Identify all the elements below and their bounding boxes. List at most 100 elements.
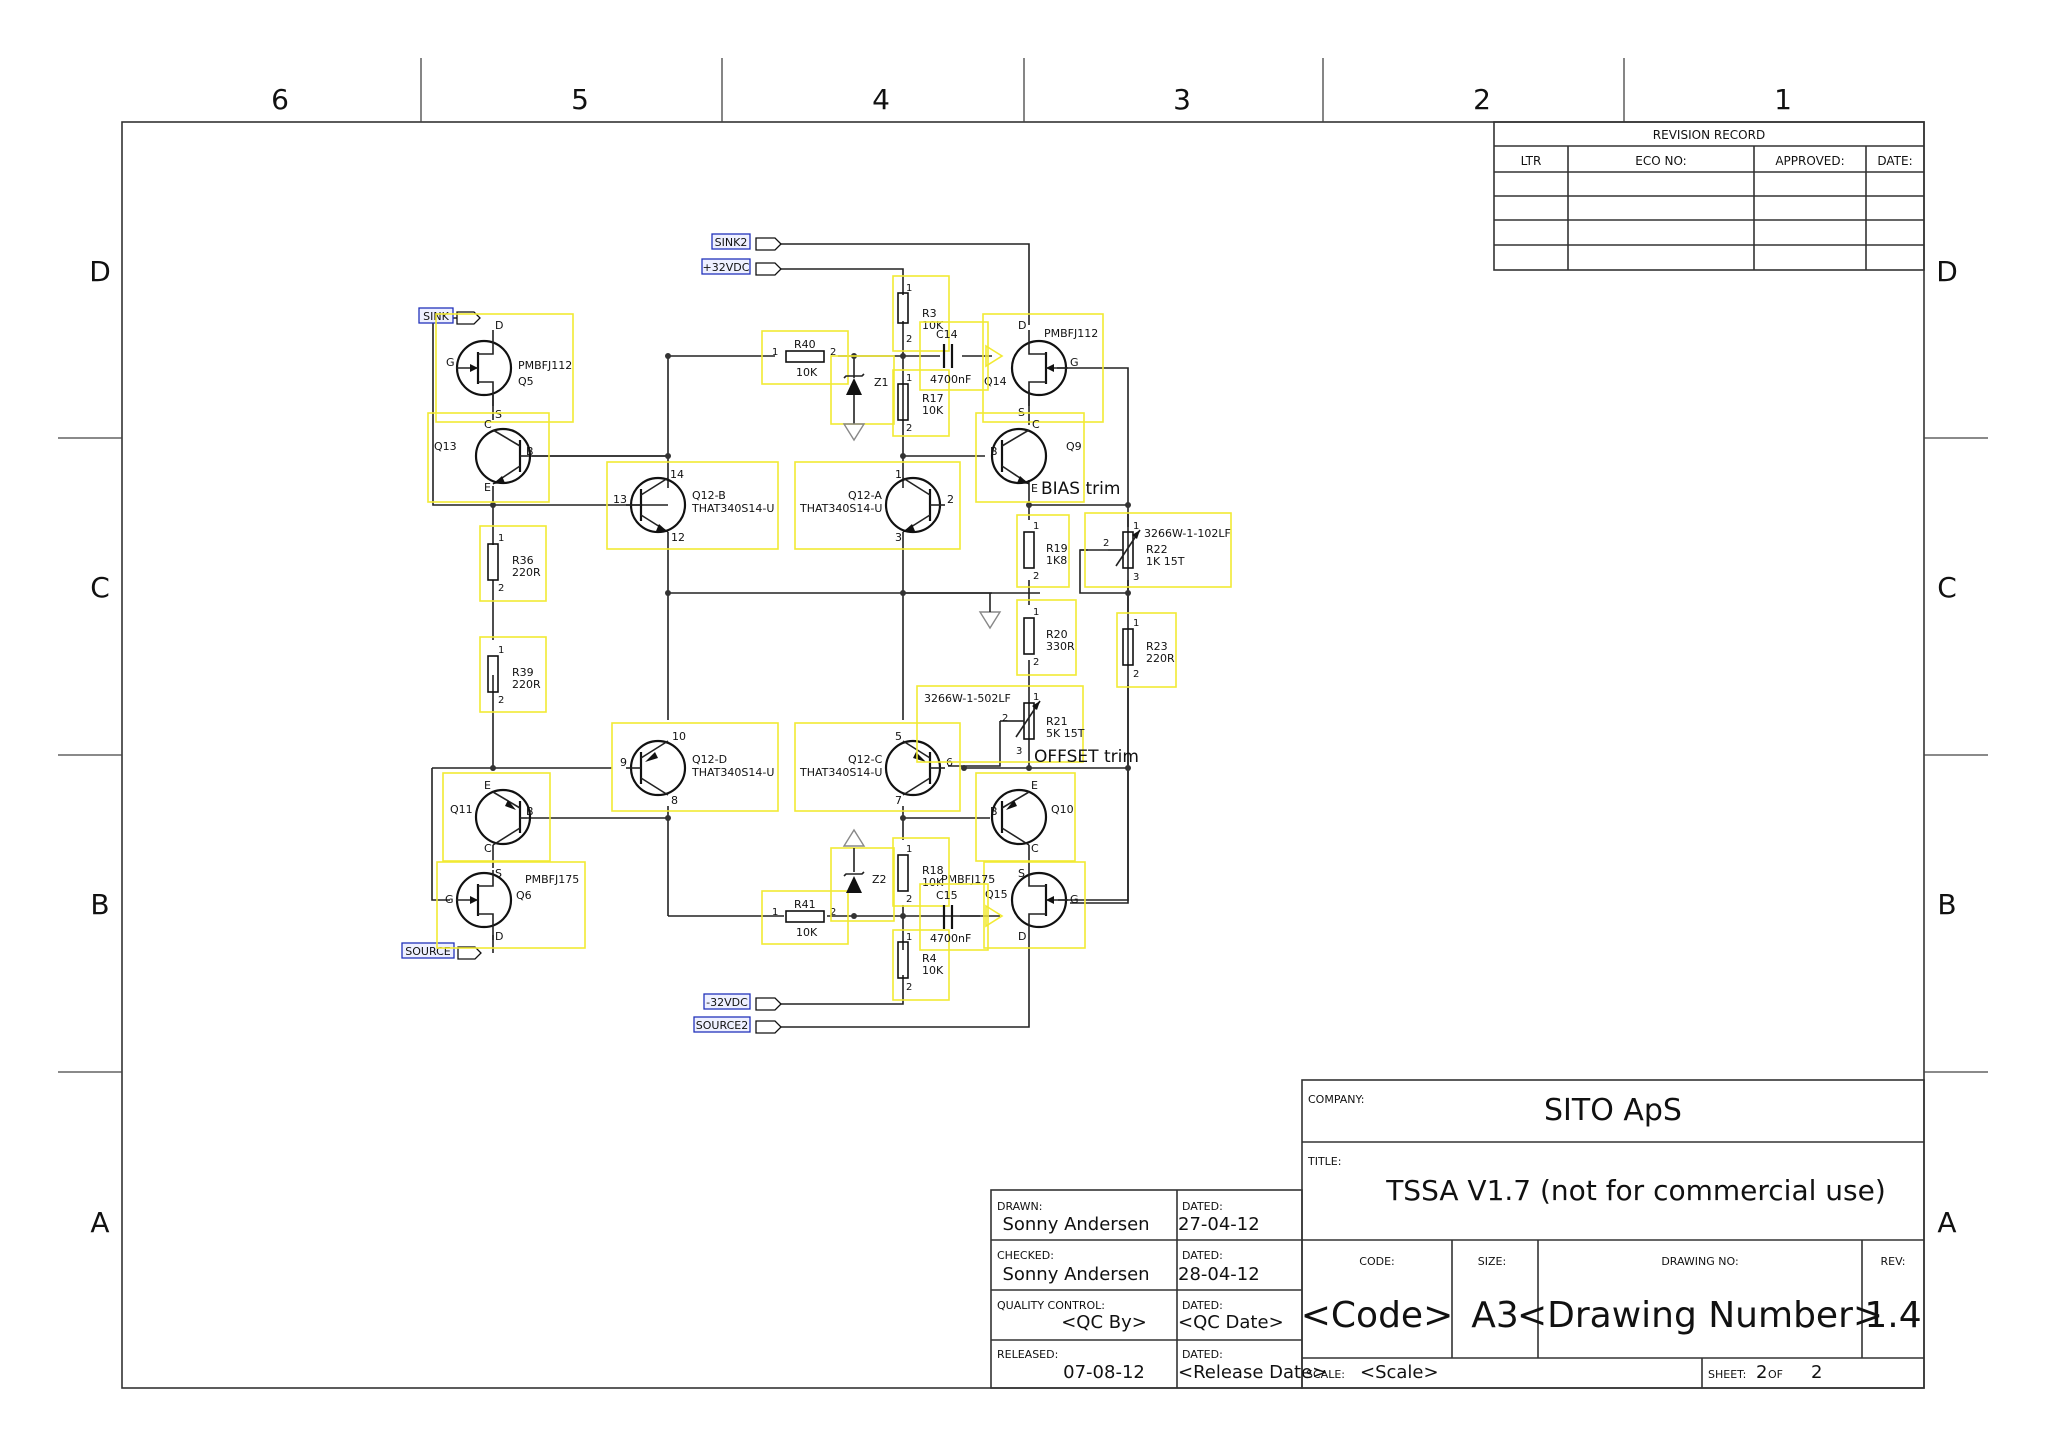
r39-resistor: 1 2 R39 220R — [479, 636, 547, 713]
sheet-total: 2 — [1811, 1362, 1822, 1383]
component-value: 4700nF — [930, 373, 971, 386]
component-value: THAT340S14-U — [691, 502, 774, 515]
q6-jfet: S D G PMBFJ175 Q6 — [436, 861, 586, 949]
sheet-number: 2 — [1756, 1362, 1767, 1383]
revision-record-title: REVISION RECORD — [1653, 128, 1765, 142]
r41-resistor: 1 2 R41 10K — [761, 890, 849, 945]
column-labels: 6 5 4 3 2 1 — [271, 83, 1792, 116]
component-part: 3266W-1-102LF — [1144, 527, 1231, 540]
junction — [1125, 502, 1131, 508]
junction — [665, 590, 671, 596]
pin-label: 1 — [906, 373, 912, 384]
row-label: C — [1937, 571, 1957, 604]
q12a-transistor: 1 2 3 Q12-A THAT340S14-U — [794, 461, 961, 550]
z1-zener: Z1 — [830, 355, 895, 442]
row-label: D — [89, 255, 111, 288]
pin-label: G — [1070, 893, 1079, 906]
component-ref: Q13 — [434, 440, 457, 453]
q12d-transistor: 10 9 8 Q12-D THAT340S14-U — [611, 722, 779, 812]
port-sink: SINK — [418, 307, 481, 325]
component-ref: R23 — [1146, 640, 1168, 653]
c15-capacitor: C15 4700nF — [919, 883, 1004, 951]
pin-label: 9 — [620, 756, 627, 769]
port-label: +32VDC — [703, 261, 750, 274]
pin-label: 2 — [498, 695, 504, 706]
row-label: B — [1937, 888, 1956, 921]
pin-label: 2 — [1133, 669, 1139, 680]
checked-label: CHECKED: — [997, 1249, 1054, 1262]
pin-label: 2 — [830, 347, 836, 358]
pin-label: 5 — [895, 730, 902, 743]
port-label: SINK2 — [715, 236, 748, 249]
row-label: D — [1936, 255, 1958, 288]
junction — [1125, 765, 1131, 771]
pin-label: 8 — [671, 794, 678, 807]
pin-label: B — [990, 805, 998, 818]
revision-record: REVISION RECORD LTR ECO NO: APPROVED: DA… — [1493, 121, 1925, 271]
pin-label: 13 — [613, 493, 627, 506]
component-ref: R36 — [512, 554, 534, 567]
port-label: SOURCE — [405, 945, 450, 958]
drawn-by: Sonny Andersen — [1002, 1214, 1149, 1235]
junction — [1026, 765, 1032, 771]
component-ref: Q15 — [985, 888, 1008, 901]
port-sink2: SINK2 — [711, 233, 782, 251]
drawn-label: DRAWN: — [997, 1200, 1042, 1213]
component-value: THAT340S14-U — [691, 766, 774, 779]
component-value: PMBFJ112 — [518, 359, 572, 372]
r40-resistor: 1 2 R40 10K — [761, 330, 849, 385]
checked-by: Sonny Andersen — [1002, 1264, 1149, 1285]
column-label: 3 — [1173, 83, 1191, 116]
pin-label: 2 — [1002, 713, 1008, 724]
code-value: <Code> — [1301, 1295, 1454, 1336]
r19-resistor: 1 2 R19 1K8 — [1016, 514, 1070, 588]
column-label: 6 — [271, 83, 289, 116]
pin-label: 2 — [498, 583, 504, 594]
sheet-label: SHEET: — [1708, 1368, 1746, 1381]
drawing-no-value: <Drawing Number> — [1517, 1295, 1883, 1336]
junction — [665, 353, 671, 359]
component-ref: R40 — [794, 338, 816, 351]
company-name: SITO ApS — [1544, 1093, 1682, 1128]
column-label: 5 — [571, 83, 589, 116]
junction — [900, 913, 906, 919]
component-ref: R18 — [922, 864, 944, 877]
pin-label: 1 — [1033, 692, 1039, 703]
component-value: 4700nF — [930, 932, 971, 945]
pin-label: B — [526, 805, 534, 818]
pin-label: 1 — [1033, 607, 1039, 618]
pin-label: E — [484, 779, 491, 792]
revision-header-eco: ECO NO: — [1635, 154, 1686, 168]
pin-label: 1 — [498, 533, 504, 544]
drawing-no-label: DRAWING NO: — [1661, 1255, 1738, 1268]
r23-resistor: 1 2 R23 220R — [1116, 612, 1177, 688]
component-ref: R17 — [922, 392, 944, 405]
junction — [665, 815, 671, 821]
q14-jfet: D S G PMBFJ112 Q14 — [982, 313, 1104, 423]
port-source: SOURCE — [401, 942, 482, 960]
rev-value: 1.4 — [1864, 1295, 1921, 1336]
port-source2: SOURCE2 — [693, 1016, 782, 1034]
pin-label: 3 — [1133, 572, 1139, 583]
pin-label: G — [445, 893, 454, 906]
component-part: 3266W-1-502LF — [924, 692, 1011, 705]
pin-label: 1 — [1133, 618, 1139, 629]
pin-label: 1 — [906, 932, 912, 943]
revision-header-date: DATE: — [1877, 154, 1912, 168]
revision-header-approved: APPROVED: — [1775, 154, 1844, 168]
component-ref: R39 — [512, 666, 534, 679]
row-labels: D C B A D C B A — [89, 255, 1958, 1239]
junction — [1026, 502, 1032, 508]
r4-resistor: 1 2 R4 10K — [892, 929, 950, 1001]
pin-label: 2 — [947, 493, 954, 506]
z2-zener: Z2 — [830, 828, 895, 922]
dated-label: DATED: — [1182, 1299, 1223, 1312]
qc-date: <QC Date> — [1178, 1312, 1284, 1333]
component-value: 10K — [796, 366, 818, 379]
q12c-transistor: 5 6 7 Q12-C THAT340S14-U — [794, 722, 961, 812]
row-label: C — [90, 571, 110, 604]
junction — [1125, 590, 1131, 596]
pin-label: C — [1032, 418, 1040, 431]
junction — [490, 765, 496, 771]
pin-label: 1 — [1033, 521, 1039, 532]
